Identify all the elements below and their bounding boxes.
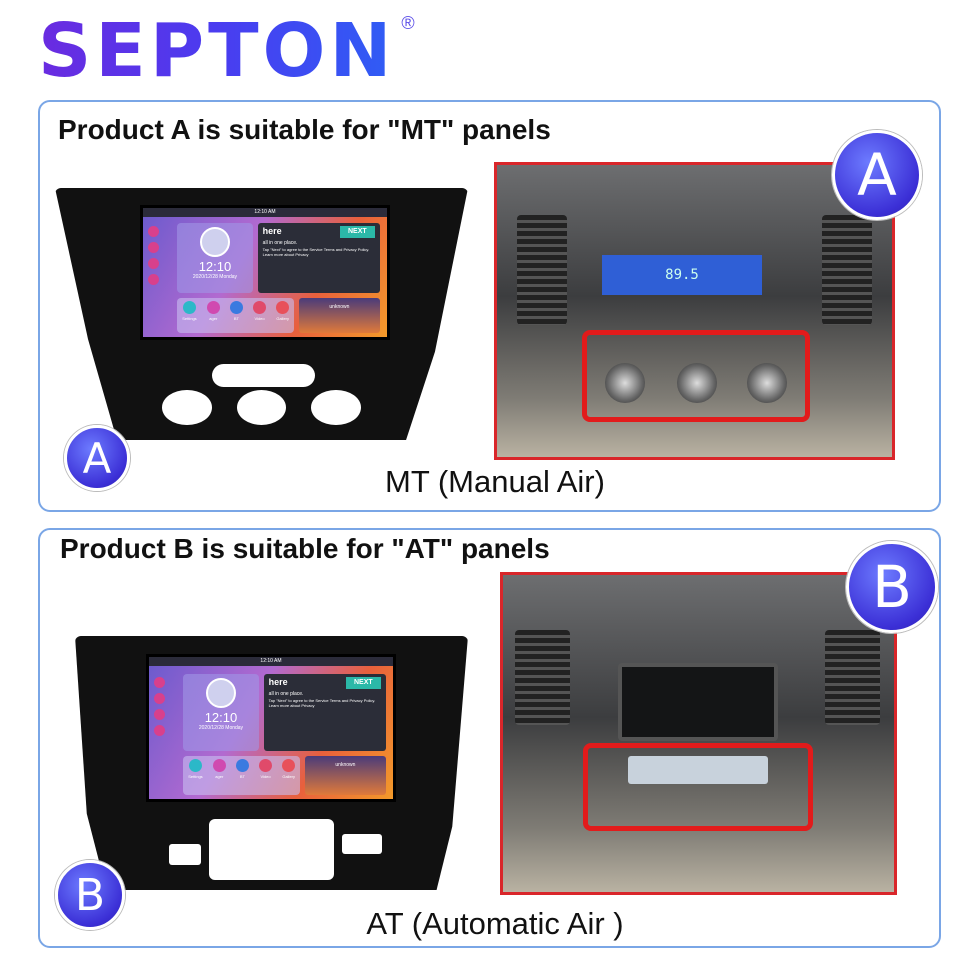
frame-cutout (169, 844, 201, 865)
app-file-manager[interactable]: ager (206, 301, 220, 321)
gear-icon (147, 242, 159, 254)
app-file-manager[interactable]: ager (212, 759, 226, 779)
menu-icon (147, 226, 159, 238)
product-b-panel (38, 528, 941, 948)
media-widget[interactable]: unknown (305, 756, 386, 795)
clock-widget: 12:10 2020/12/28 Monday (183, 674, 259, 751)
ac-knob (605, 363, 645, 403)
climate-display (628, 756, 768, 784)
analog-clock-icon (205, 678, 236, 709)
air-vent (517, 215, 567, 325)
auto-ac-highlight (583, 743, 813, 831)
media-title: unknown (329, 304, 350, 311)
ac-knob (677, 363, 717, 403)
air-vent (825, 630, 880, 725)
next-button[interactable]: NEXT (346, 677, 381, 689)
product-a-caption: MT (Manual Air) (385, 464, 605, 499)
badge-b-large: B (846, 541, 938, 633)
oem-screen (618, 663, 778, 741)
media-title: unknown (335, 762, 356, 769)
app-settings[interactable]: Settings (188, 759, 203, 779)
air-vent (515, 630, 570, 725)
clock-time: 12:10 (204, 710, 238, 726)
app-dock: Settings ager BT Video Gallery (183, 756, 301, 795)
air-vent (822, 215, 872, 325)
app-dock: Settings ager BT Video Gallery (177, 298, 295, 334)
here-tagline: all in one place. (268, 690, 304, 697)
navigation-icon (153, 708, 165, 720)
media-widget[interactable]: unknown (299, 298, 380, 334)
app-gallery[interactable]: Gallery (282, 759, 296, 779)
here-header: here NEXT (262, 226, 375, 239)
menu-icon (153, 676, 165, 688)
frame-cutout (211, 364, 316, 388)
registered-mark: ® (401, 13, 415, 33)
here-header: here NEXT (269, 677, 381, 689)
app-bluetooth[interactable]: BT (235, 759, 249, 779)
app-video[interactable]: Video (259, 759, 273, 779)
frame-cutout (342, 834, 382, 855)
logo-group: SEPTON ® (38, 14, 415, 88)
manual-ac-highlight (582, 330, 810, 422)
here-terms: Tap "Next" to agree to the Service Terms… (268, 697, 376, 708)
status-bar: 12:10 AM (143, 208, 387, 217)
clock-date: 2020/12/28 Monday (198, 725, 244, 732)
radio-display: 89.5 (602, 255, 762, 295)
badge-a-small: A (64, 425, 130, 491)
status-bar: 12:10 AM (149, 657, 393, 666)
frame-cutout (162, 389, 212, 425)
product-a-title: Product A is suitable for "MT" panels (58, 114, 551, 145)
phone-icon (153, 724, 165, 736)
phone-icon (147, 274, 159, 286)
navigation-icon (147, 258, 159, 270)
head-unit-screen: 12:10 AM 12:10 2020/12/28 Monday here NE… (146, 654, 396, 802)
head-unit-screen: 12:10 AM 12:10 2020/12/28 Monday here NE… (140, 205, 390, 340)
clock-widget: 12:10 2020/12/28 Monday (177, 223, 253, 294)
clock-date: 2020/12/28 Monday (192, 274, 238, 281)
at-dashboard-photo (500, 572, 897, 895)
app-settings[interactable]: Settings (182, 301, 197, 321)
here-terms: Tap "Next" to agree to the Service Terms… (262, 247, 370, 257)
side-dock (153, 676, 165, 736)
product-b-unit: 12:10 AM 12:10 2020/12/28 Monday here NE… (146, 654, 396, 802)
here-widget: here NEXT all in one place. Tap "Next" t… (257, 223, 380, 294)
ac-knob (747, 363, 787, 403)
badge-a-large: A (832, 130, 922, 220)
septon-logo: SEPTON (38, 8, 396, 94)
mt-dashboard-photo: 89.5 (494, 162, 895, 460)
gear-icon (153, 692, 165, 704)
frame-cutout (311, 389, 361, 425)
app-bluetooth[interactable]: BT (229, 301, 243, 321)
here-widget: here NEXT all in one place. Tap "Next" t… (263, 674, 386, 751)
app-video[interactable]: Video (253, 301, 267, 321)
next-button[interactable]: NEXT (340, 226, 375, 239)
here-logo: here (262, 226, 282, 237)
analog-clock-icon (199, 227, 230, 258)
here-tagline: all in one place. (262, 240, 298, 247)
frame-cutout (236, 389, 287, 425)
product-b-title: Product B is suitable for "AT" panels (60, 533, 550, 564)
here-logo: here (268, 676, 288, 687)
clock-time: 12:10 (198, 259, 232, 275)
app-gallery[interactable]: Gallery (276, 301, 290, 321)
product-a-panel (38, 100, 941, 512)
side-dock (147, 226, 159, 286)
frame-cutout (208, 818, 335, 880)
product-a-unit: 12:10 AM 12:10 2020/12/28 Monday here NE… (140, 205, 390, 340)
badge-b-small: B (55, 860, 125, 930)
product-b-caption: AT (Automatic Air ) (366, 906, 624, 941)
